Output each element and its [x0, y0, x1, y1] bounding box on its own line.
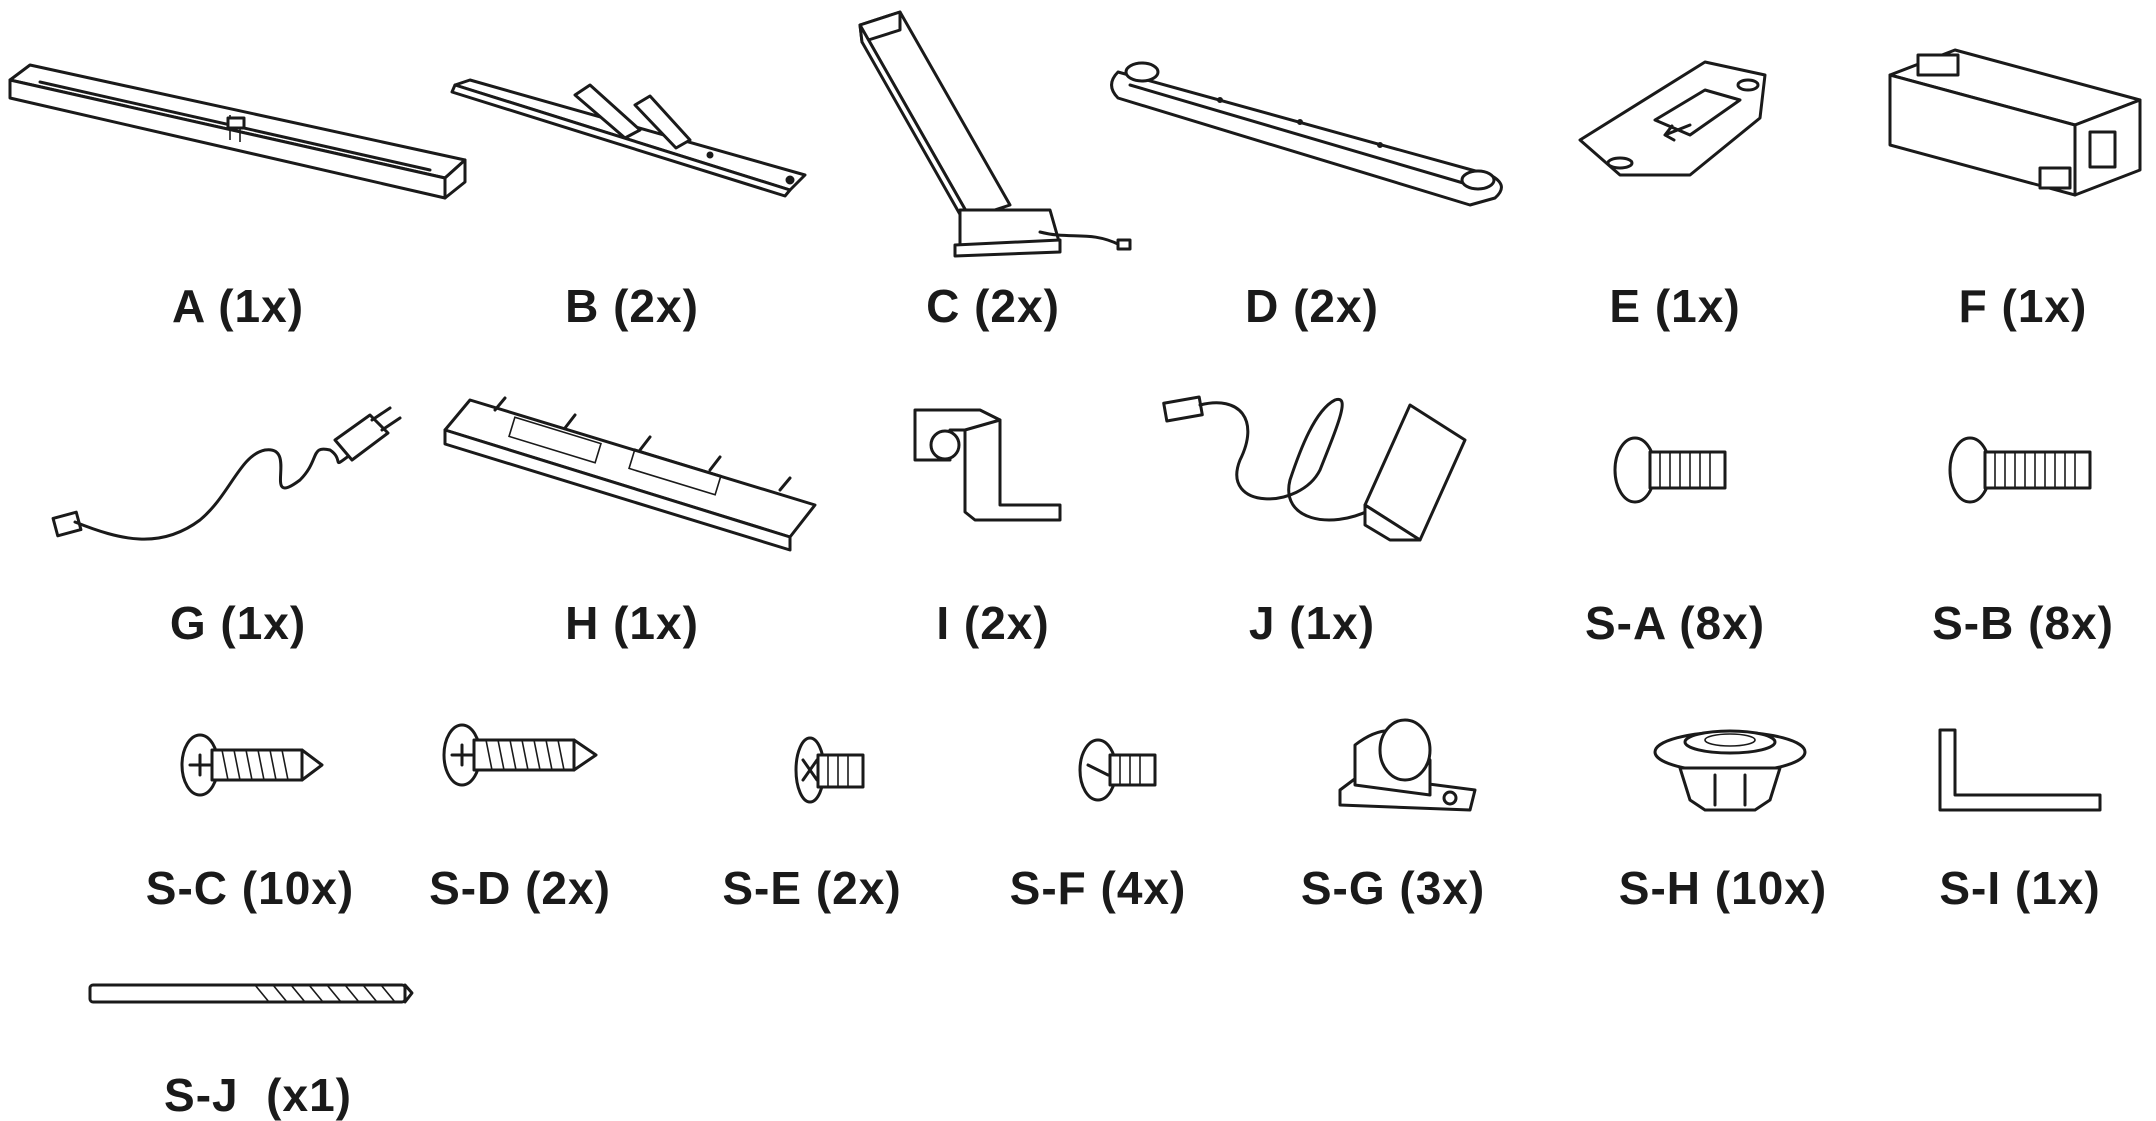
part-label-s-d: S-D (2x) [429, 862, 611, 914]
pan-head-screw-icon [1078, 738, 1157, 802]
part-label-s-f: S-F (4x) [1009, 862, 1187, 914]
wood-screw-icon [180, 733, 324, 797]
long-frame-beam-icon [8, 63, 467, 200]
mounting-plate-icon [1578, 60, 1767, 177]
cable-clip-icon [1338, 718, 1477, 812]
part-label-e: E (1x) [1609, 280, 1741, 332]
wood-screw-icon [442, 723, 598, 787]
part-label-h: H (1x) [565, 597, 699, 649]
bracket-arm-icon [450, 78, 807, 198]
push-rivet-icon [1653, 729, 1807, 812]
part-label-d: D (2x) [1245, 280, 1379, 332]
leg-column-icon [858, 10, 1132, 258]
part-label-g: G (1x) [169, 597, 307, 649]
part-label-s-e: S-E (2x) [722, 862, 902, 914]
cable-tray-icon [443, 396, 817, 552]
flat-head-screw-icon [794, 736, 865, 804]
power-cord-icon [51, 406, 402, 541]
part-label-s-b: S-B (8x) [1932, 597, 2114, 649]
part-label-j: J (1x) [1248, 597, 1376, 649]
part-label-f: F (1x) [1958, 280, 2088, 332]
part-label-i: I (2x) [936, 597, 1050, 649]
part-label-s-i: S-I (1x) [1939, 862, 2101, 914]
hook-clamp-icon [913, 408, 1062, 522]
allen-key-icon [1938, 728, 2102, 812]
long-bolt-icon [1948, 436, 2092, 504]
part-label-a: A (1x) [171, 280, 305, 332]
part-label-b: B (2x) [565, 280, 699, 332]
short-bolt-icon [1613, 436, 1727, 504]
part-label-s-j: S-J (x1) [164, 1069, 352, 1121]
part-label-c: C (2x) [926, 280, 1060, 332]
foot-base-icon [1110, 61, 1503, 207]
part-label-s-c: S-C (10x) [145, 862, 355, 914]
handset-controller-icon [1162, 395, 1467, 542]
drill-bit-icon [88, 983, 414, 1004]
part-label-s-h: S-H (10x) [1618, 862, 1828, 914]
part-label-s-g: S-G (3x) [1300, 862, 1486, 914]
part-label-s-a: S-A (8x) [1584, 597, 1766, 649]
control-box-icon [1888, 48, 2142, 197]
